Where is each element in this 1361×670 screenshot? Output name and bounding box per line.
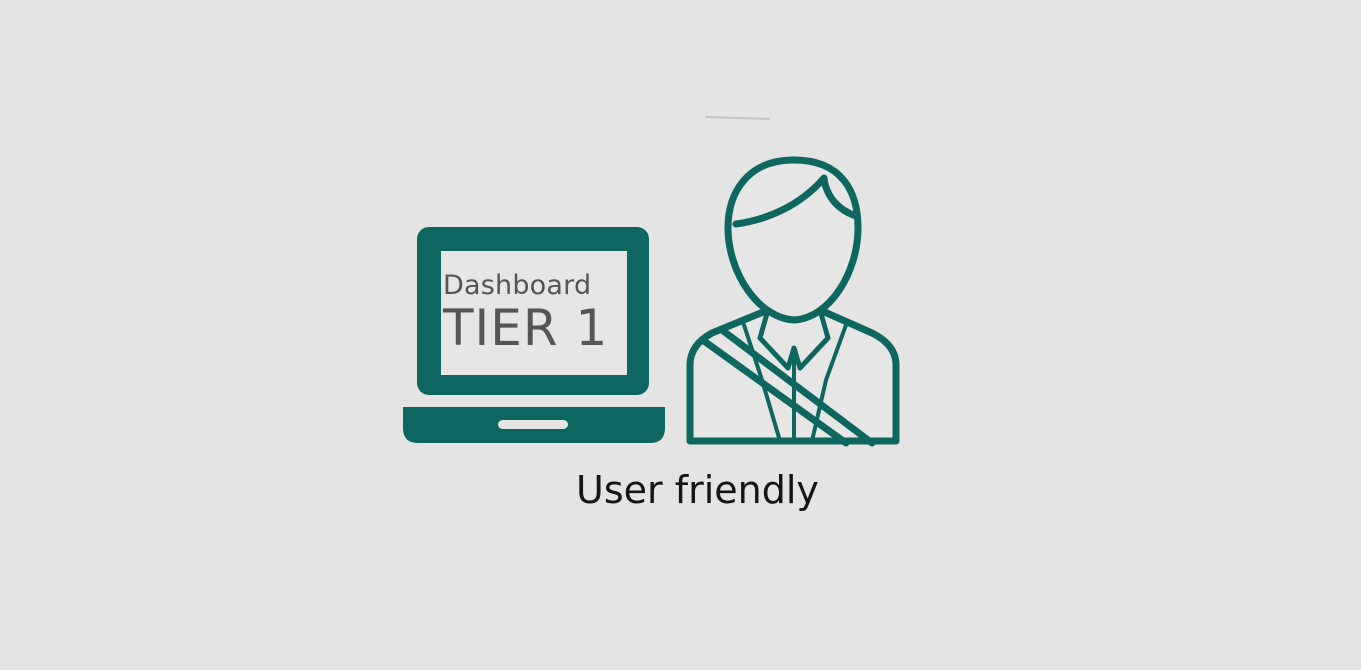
caption: User friendly [576,468,819,512]
user-head [724,156,862,324]
user-sash-lower [718,326,876,447]
laptop-icon [403,227,665,443]
laptop-touchpad [498,420,568,429]
user-hair [732,174,860,228]
screen-tier: TIER 1 [443,299,609,357]
laptop-screen [441,251,627,375]
screen-title: Dashboard [443,270,592,301]
faint-mark [704,116,771,120]
user-icon [686,156,900,447]
user-sash-upper [700,337,850,447]
